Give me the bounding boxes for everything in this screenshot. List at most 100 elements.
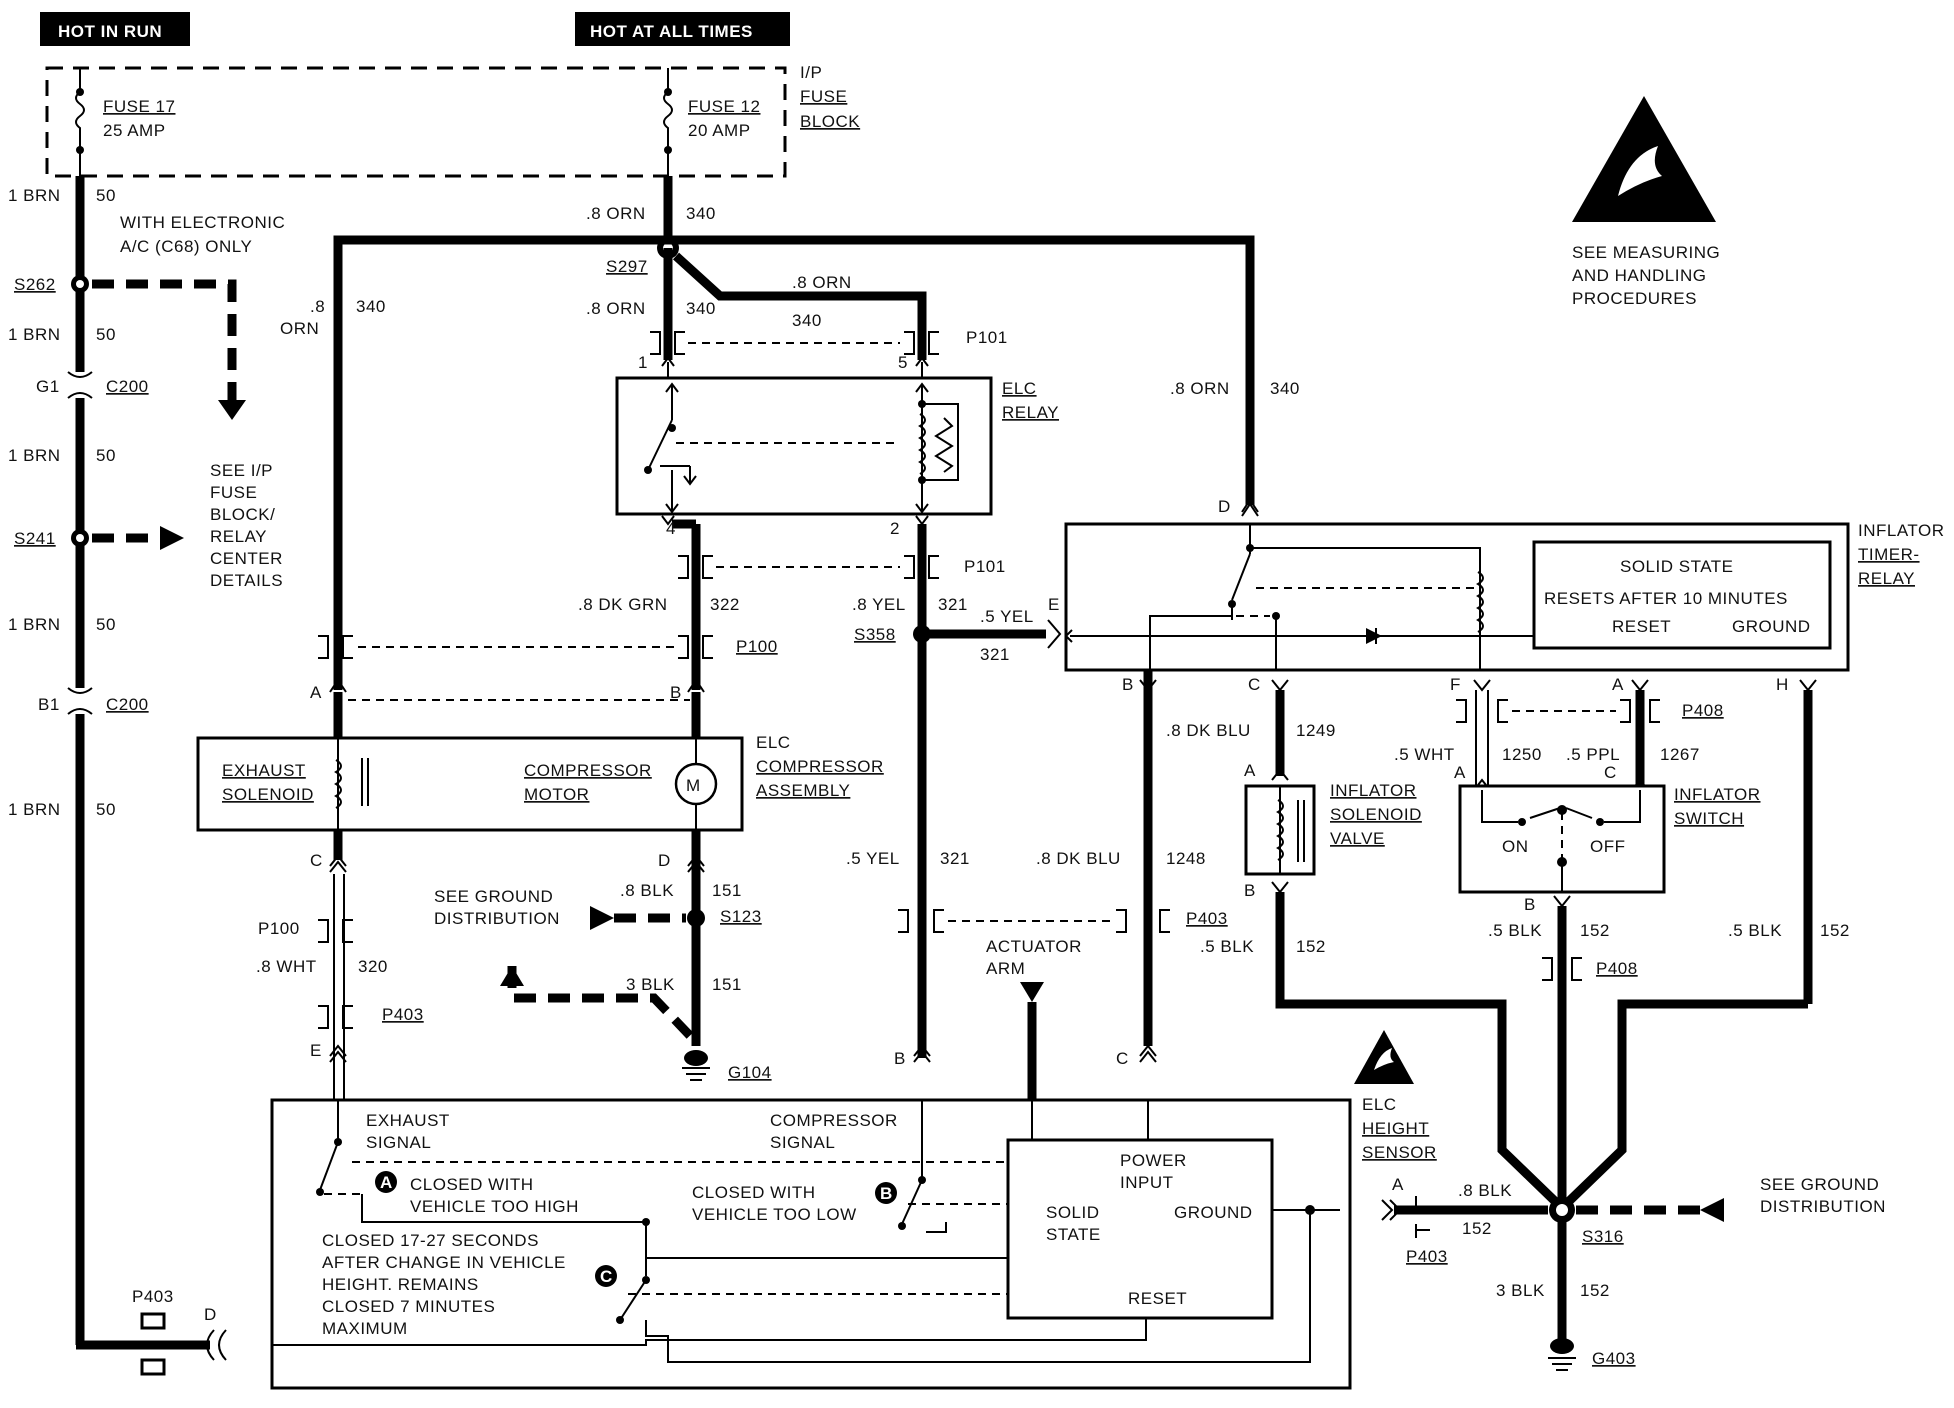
note-c-5: MAXIMUM (322, 1319, 408, 1338)
circuit-151-a: 151 (712, 881, 742, 900)
compressor-signal-2: SIGNAL (770, 1133, 835, 1152)
ppl-wire: .5 PPL (1566, 745, 1620, 764)
circuit-340-far-right: 340 (1270, 379, 1300, 398)
inflator-switch: ON OFF INFLATOR SWITCH B (1458, 778, 1760, 914)
see-ip-6: DETAILS (210, 571, 283, 590)
badge-c: C (595, 1265, 617, 1287)
compressor-motor-symbol (674, 762, 718, 806)
circuit-340-mid: 340 (686, 299, 716, 318)
timer-relay-name-2: TIMER- (1858, 545, 1920, 564)
d-pin-left: D (204, 1305, 217, 1324)
circuit-1267: 1267 (1660, 745, 1700, 764)
inflator-solenoid-valve: INFLATOR SOLENOID VALVE B (1244, 768, 1421, 900)
circuit-321-lower: 321 (940, 849, 970, 868)
see-ground-left-1: SEE GROUND (434, 887, 553, 906)
blk-wire-3-left: 3 BLK (626, 975, 675, 994)
g1-label: G1 (36, 377, 60, 396)
p403-left-label: P403 (132, 1287, 174, 1306)
relay-pin-5: 5 (898, 353, 908, 372)
elc-relay-name-2: RELAY (1002, 403, 1059, 422)
height-sensor-name-2: HEIGHT (1362, 1119, 1429, 1138)
timer-solid-state: SOLID STATE (1620, 557, 1734, 576)
inflator-switch-2: SWITCH (1674, 809, 1744, 828)
orn-wire-left-2: ORN (280, 319, 319, 338)
circuit-152-ground: 152 (1580, 1281, 1610, 1300)
badge-b-text: B (880, 1184, 893, 1203)
left-brn-circuit: 1 BRN 50 WITH ELECTRONIC A/C (C68) ONLY … (8, 176, 285, 1376)
left-circuit-num-4: 50 (96, 615, 116, 634)
circuit-151-b: 151 (712, 975, 742, 994)
timer-pin-h: H (1776, 675, 1789, 694)
orn-wire-right: .8 ORN (792, 273, 852, 292)
c200-label-2: C200 (106, 695, 149, 714)
elc-relay-name-1: ELC (1002, 379, 1037, 398)
timer-reset: RESET (1612, 617, 1671, 636)
circuit-321-a: 321 (938, 595, 968, 614)
fuse-block-label-2: FUSE (800, 87, 847, 106)
compressor-assembly-name-2b: COMPRESSOR (756, 757, 884, 776)
switch-on: ON (1502, 837, 1529, 856)
timer-ground: GROUND (1732, 617, 1811, 636)
solid-state-1: SOLID (1046, 1203, 1100, 1222)
s297-label: S297 (606, 257, 648, 276)
exhaust-signal-1: EXHAUST (366, 1111, 450, 1130)
note-c-4: CLOSED 7 MINUTES (322, 1297, 495, 1316)
p101-mid-label: P101 (964, 557, 1006, 576)
circuit-340-top: 340 (686, 204, 716, 223)
hot-at-all-times-tag: HOT AT ALL TIMES (575, 12, 790, 46)
height-sensor-name-1: ELC (1362, 1095, 1397, 1114)
p403-lower-left: P403 (382, 1005, 424, 1024)
see-ground-right-1: SEE GROUND (1760, 1175, 1879, 1194)
orn-wire-mid: .8 ORN (586, 299, 646, 318)
circuit-1248: 1248 (1166, 849, 1206, 868)
motor-m: M (686, 776, 701, 795)
timer-pin-f: F (1450, 675, 1461, 694)
badge-c-text: C (600, 1267, 613, 1286)
orn-wire-far-right: .8 ORN (1170, 379, 1230, 398)
s123-label: S123 (720, 907, 762, 926)
s262-label: S262 (14, 275, 56, 294)
solid-state-2: STATE (1046, 1225, 1101, 1244)
fuse-17-name: FUSE 17 (103, 97, 175, 116)
relay-pin-4: 4 (666, 519, 676, 538)
exhaust-solenoid-2: SOLENOID (222, 785, 314, 804)
timer-pin-b: B (1122, 675, 1134, 694)
right-circuits: B C F A H .8 DK BLU 1249 P408 .5 WHT 125… (1122, 675, 1817, 1004)
note-c-1: CLOSED 17-27 SECONDS (322, 1231, 539, 1250)
switch-pin-b: B (1524, 895, 1536, 914)
electronic-ac-note-1: WITH ELECTRONIC (120, 213, 285, 232)
badge-a: A (375, 1171, 397, 1193)
left-circuit-num-3: 50 (96, 446, 116, 465)
electronic-ac-note-2: A/C (C68) ONLY (120, 237, 252, 256)
see-ip-2: FUSE (210, 483, 257, 502)
b1-label: B1 (38, 695, 60, 714)
wht-wire-5: .5 WHT (1394, 745, 1455, 764)
lower-left-circuits: C D SEE GROUND DISTRIBUTION .8 BLK 151 S… (256, 830, 771, 1100)
g403-label: G403 (1592, 1349, 1636, 1368)
esd-notice: SEE MEASURING AND HANDLING PROCEDURES (1572, 96, 1720, 308)
blk-wire-5-switch: .5 BLK (1488, 921, 1542, 940)
elc-height-sensor: A B C EXHAUST SIGNAL COMPRESSOR SIGNAL C… (270, 1030, 1436, 1390)
switch-pin-a: A (1454, 763, 1466, 782)
note-c-3: HEIGHT. REMAINS (322, 1275, 479, 1294)
p408-top-label: P408 (1682, 701, 1724, 720)
exhaust-solenoid-coil (334, 759, 342, 809)
note-a-2: VEHICLE TOO HIGH (410, 1197, 579, 1216)
circuit-340-left: 340 (356, 297, 386, 316)
p101-top-label: P101 (966, 328, 1008, 347)
ip-fuse-block: FUSE 17 25 AMP FUSE 12 20 AMP I/P FUSE B… (45, 63, 860, 178)
power-input-2: INPUT (1120, 1173, 1174, 1192)
inflator-timer-relay: SOLID STATE RESETS AFTER 10 MINUTES RESE… (1064, 497, 1944, 672)
p408-bottom-label: P408 (1596, 959, 1638, 978)
circuit-1249: 1249 (1296, 721, 1336, 740)
relay-pin-2: 2 (890, 519, 900, 538)
inflator-solenoid-3: VALVE (1330, 829, 1385, 848)
ground-152-circuits: .5 BLK 152 .5 BLK 152 152 P408 A .8 BLK … (1275, 892, 1885, 1371)
yel-wire-8: .8 YEL (852, 595, 906, 614)
compressor-motor-2: MOTOR (524, 785, 589, 804)
badge-b: B (875, 1182, 897, 1204)
note-c-2: AFTER CHANGE IN VEHICLE (322, 1253, 566, 1272)
fuse-12-rating: 20 AMP (688, 121, 751, 140)
dkblu-wire-right: .8 DK BLU (1166, 721, 1251, 740)
